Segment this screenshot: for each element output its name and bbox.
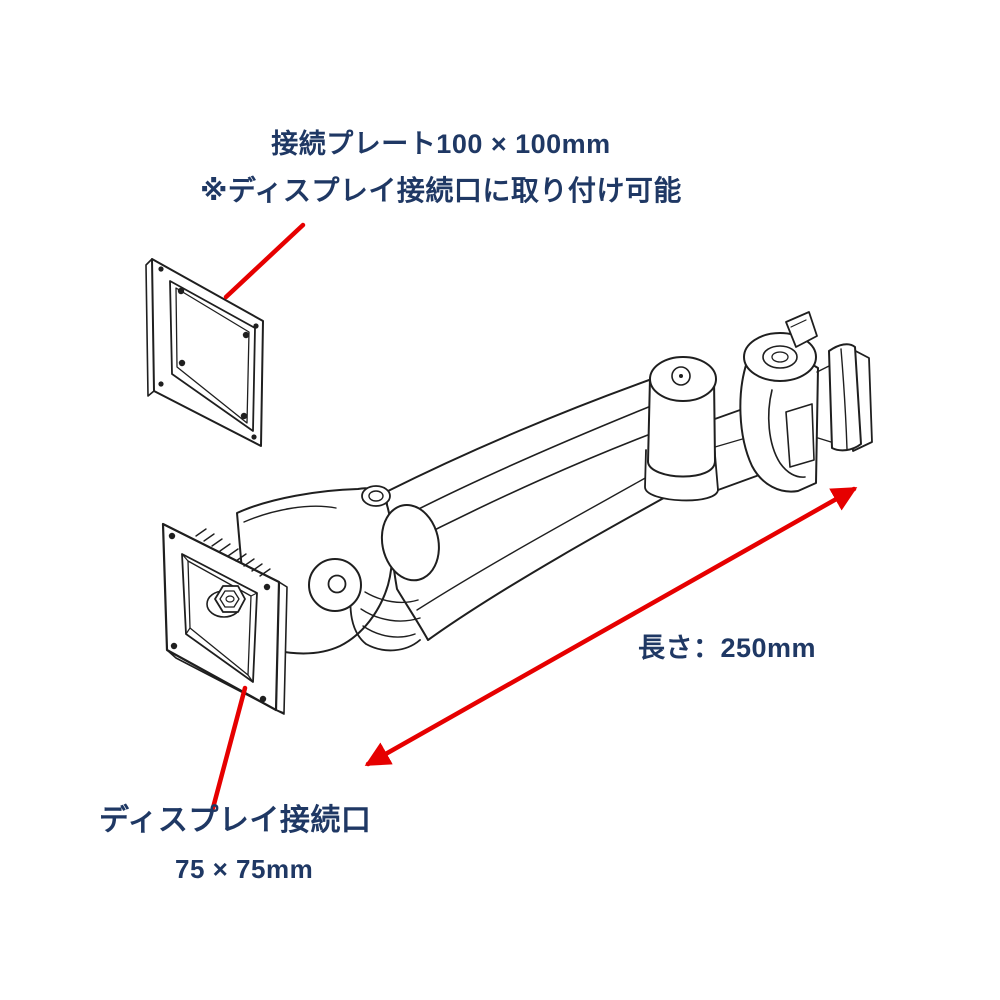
display-connector-plate bbox=[161, 522, 288, 715]
top-tab bbox=[785, 311, 818, 348]
annotation-display-connector-size: 75 × 75mm bbox=[175, 854, 314, 884]
center-bolt bbox=[206, 585, 246, 618]
length-dimension-arrow bbox=[364, 486, 858, 767]
vesa-plate-detached bbox=[145, 258, 264, 447]
plate-screw-holes bbox=[158, 266, 259, 440]
leader-line-top-plate bbox=[223, 222, 306, 300]
connection-plate-note: ※ディスプレイ接続口に取り付け可能 bbox=[200, 174, 682, 206]
plate-screw-holes bbox=[168, 532, 271, 703]
hatch-shading bbox=[195, 528, 271, 577]
red-annotations bbox=[210, 222, 858, 811]
leader-line-display-connector bbox=[210, 685, 248, 811]
connection-plate-title: 接続プレート100 × 100mm bbox=[271, 129, 611, 159]
rear-joint bbox=[644, 311, 873, 502]
annotation-connection-plate: 接続プレート100 × 100mm ※ディスプレイ接続口に取り付け可能 bbox=[141, 129, 741, 206]
annotation-arm-length: 長さ：250mm bbox=[638, 633, 817, 663]
annotation-display-connector-title: ディスプレイ接続口 bbox=[99, 804, 372, 837]
pivot-cap bbox=[361, 485, 391, 507]
